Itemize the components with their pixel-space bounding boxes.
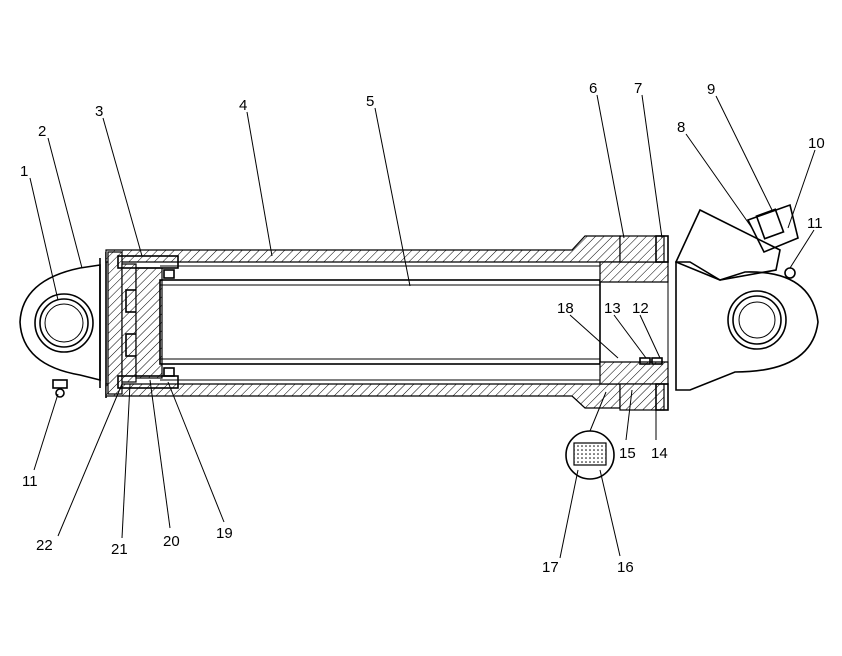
callout-20: 20 [163, 533, 180, 550]
head-gland [107, 251, 153, 395]
callout-14: 14 [651, 445, 668, 462]
rod-gland [599, 235, 669, 411]
callout-4: 4 [239, 97, 247, 114]
callout-labels: 1 2 3 4 5 6 7 8 9 10 11 11 12 13 14 15 1… [20, 80, 825, 576]
piston-rod [159, 279, 601, 365]
callout-5: 5 [366, 93, 374, 110]
callout-1: 1 [20, 163, 28, 180]
callout-10: 10 [808, 135, 825, 152]
callout-16: 16 [617, 559, 634, 576]
valve-block [674, 203, 799, 281]
callout-3: 3 [95, 103, 103, 120]
callout-2: 2 [38, 123, 46, 140]
grease-fitting-left [52, 379, 68, 398]
callout-6: 6 [589, 80, 597, 97]
callout-8: 8 [677, 119, 685, 136]
rod-end-eye-left [19, 252, 107, 398]
callout-11-left: 11 [22, 473, 38, 490]
callout-13: 13 [604, 300, 621, 317]
piston [117, 255, 179, 389]
callout-19: 19 [216, 525, 233, 542]
callout-17: 17 [542, 559, 559, 576]
callout-22: 22 [36, 537, 53, 554]
seal-detail-bubble [565, 391, 615, 480]
cylinder-barrel [105, 235, 621, 409]
callout-12: 12 [632, 300, 649, 317]
callout-18: 18 [557, 300, 574, 317]
callout-21: 21 [111, 541, 128, 558]
callout-9: 9 [707, 81, 715, 98]
callout-15: 15 [619, 445, 636, 462]
callout-7: 7 [634, 80, 642, 97]
rod-end-eye-right [675, 261, 819, 391]
leader-lines [29, 94, 816, 559]
callout-11-right: 11 [807, 215, 823, 232]
